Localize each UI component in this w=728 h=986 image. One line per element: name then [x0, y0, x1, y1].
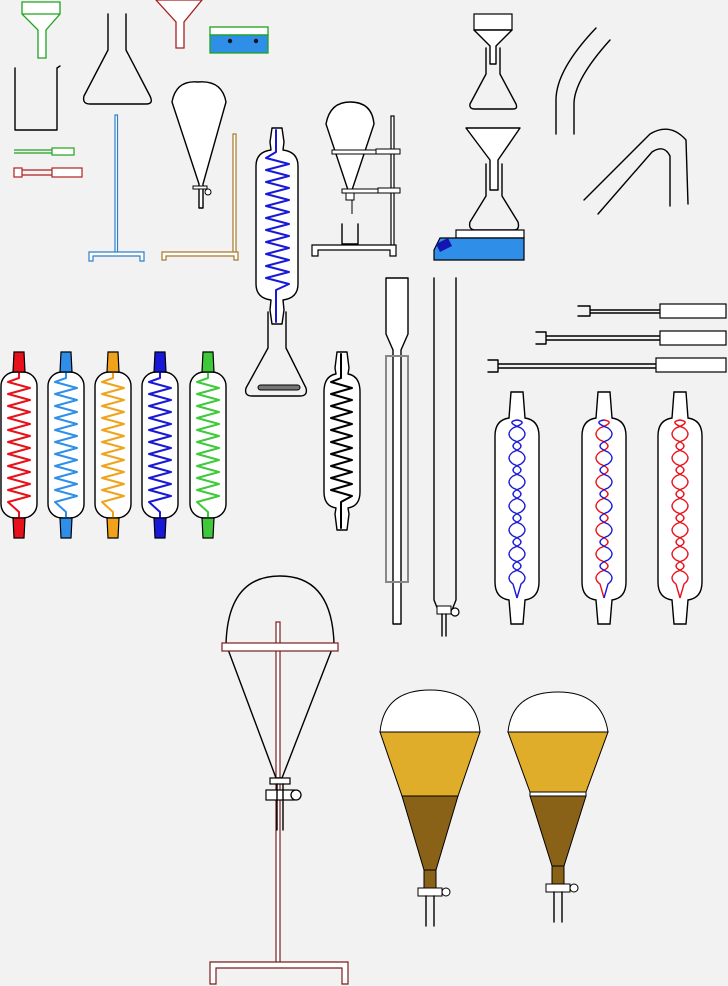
coil-condenser-green-icon [189, 351, 227, 539]
coil-condenser-blue_light-icon [47, 351, 85, 539]
filtration-setup-icon [311, 101, 401, 257]
spatula-red-icon [13, 167, 83, 178]
separatory-funnel-liquid-2-icon [507, 691, 609, 923]
funnel-red-icon [155, 0, 203, 49]
spatula-green-icon [14, 147, 75, 156]
wavy-condenser-row [494, 391, 703, 625]
coil-condenser-black-icon [323, 351, 361, 531]
liebig-condenser-icon [657, 391, 703, 625]
volumetric-pipette-icon [385, 277, 409, 625]
coil-condenser-row [0, 351, 227, 539]
filter-funnel-icon [21, 1, 61, 59]
liebig-condenser-icon [494, 391, 540, 625]
buchner-flask-small-icon [469, 13, 518, 110]
coil [7, 354, 31, 536]
stirrer-plate-icon [209, 26, 269, 54]
erlenmeyer-flask-icon [82, 13, 153, 105]
erlenmeyer-flask-stir-icon [244, 311, 308, 397]
coil-condenser-blue-icon [141, 351, 179, 539]
bent-glass-tube-icon [555, 27, 611, 135]
retort-stand-blue-icon [88, 114, 145, 262]
tongs-icon [535, 330, 727, 346]
separatory-funnel-large-icon [209, 575, 349, 985]
coil [54, 354, 78, 536]
separatory-funnel-small-icon [171, 81, 227, 209]
tongs-row [487, 303, 727, 373]
coil [148, 354, 172, 536]
coil-condenser-tall-icon [255, 127, 299, 325]
coil-condenser-red-icon [0, 351, 38, 539]
separatory-funnel-liquid-1-icon [379, 689, 481, 927]
liebig-condenser-icon [581, 391, 627, 625]
beaker-icon [14, 65, 61, 131]
tongs-icon [577, 303, 727, 319]
coil [265, 129, 290, 323]
retort-stand-brown-icon [161, 133, 239, 261]
u-tube-icon [583, 128, 689, 215]
coil-condenser-orange-icon [94, 351, 132, 539]
coil [196, 354, 220, 536]
buchner-flask-hotplate-icon [433, 127, 525, 261]
coil [101, 354, 125, 536]
tongs-icon [487, 357, 727, 373]
burette-icon [433, 277, 460, 637]
